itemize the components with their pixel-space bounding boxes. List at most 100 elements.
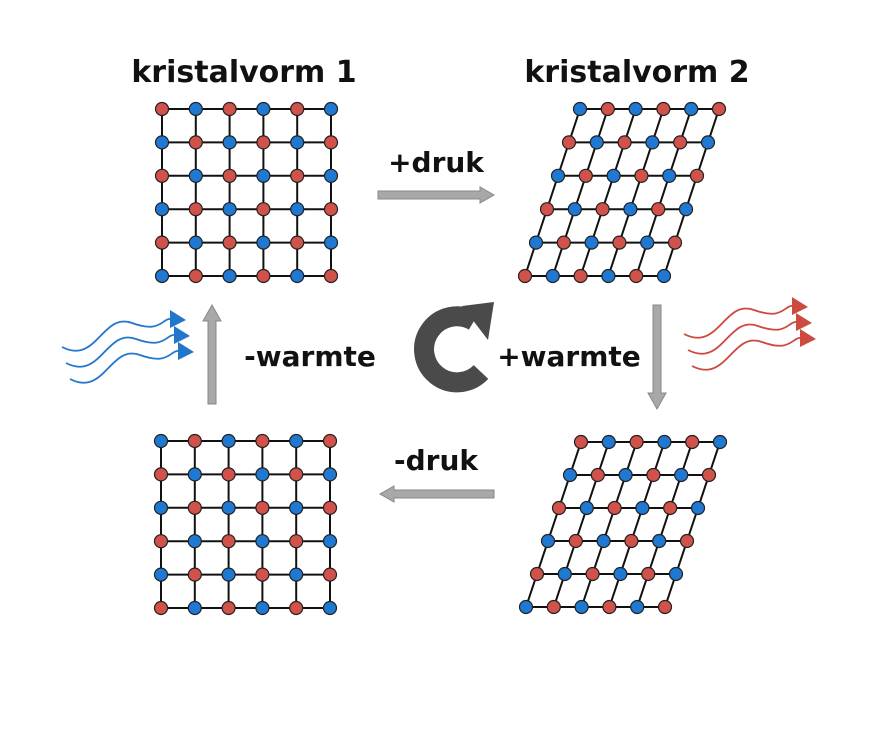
lattice-crystal-form-1 [154, 101, 339, 284]
blue-atom [221, 567, 236, 582]
blue-atom [684, 101, 699, 117]
red-atom [290, 235, 305, 250]
lattice-bond [522, 435, 585, 614]
blue-atom [645, 135, 660, 150]
red-atom [221, 600, 236, 616]
blue-atom [613, 566, 628, 582]
blue-atom [596, 533, 611, 549]
red-atom [701, 467, 717, 483]
blue-atom [528, 235, 544, 250]
red-atom [656, 101, 671, 117]
red-atom [573, 268, 588, 284]
blue-atom [579, 500, 594, 516]
red-atom [646, 467, 661, 483]
blue-atom [323, 168, 339, 183]
heat-decrease-arrow [202, 303, 222, 405]
blue-atom [518, 599, 534, 615]
blue-atom [545, 268, 560, 284]
blue-atom [712, 434, 728, 450]
blue-atom [574, 599, 589, 615]
blue-atom [567, 202, 582, 217]
blue-atom [623, 202, 638, 217]
red-atom [222, 235, 237, 250]
heat-waves-icon [683, 297, 816, 371]
lattice-bond [550, 435, 612, 614]
red-atom [290, 168, 305, 183]
red-atom [517, 268, 533, 284]
blue-atom [222, 202, 237, 217]
form1-title: kristalvorm 1 [131, 55, 356, 90]
red-atom [600, 101, 615, 117]
blue-atom [657, 434, 672, 450]
red-atom [573, 434, 589, 450]
blue-atom [188, 101, 203, 117]
red-atom [551, 500, 567, 516]
red-atom [641, 566, 656, 582]
red-atom [673, 135, 688, 150]
lattice-bond [633, 102, 695, 283]
blue-atom [289, 567, 304, 582]
lattice-bond [606, 435, 668, 614]
red-atom [568, 533, 583, 549]
blue-atom [601, 268, 616, 284]
red-atom [289, 534, 304, 549]
red-atom [221, 534, 236, 549]
red-atom [607, 500, 622, 516]
red-atom [323, 202, 339, 217]
lattice-bond [660, 102, 723, 283]
blue-atom [572, 101, 588, 117]
red-atom [612, 235, 627, 250]
lattice-bond [661, 435, 724, 614]
blue-atom [256, 101, 271, 117]
blue-atom [153, 500, 169, 515]
red-atom [561, 135, 577, 150]
red-atom [657, 599, 673, 615]
blue-atom [668, 566, 684, 582]
red-atom [629, 434, 644, 450]
red-atom [255, 433, 270, 449]
lattice-bond [577, 102, 639, 283]
blue-atom [584, 235, 599, 250]
pressure-decrease-arrow [378, 485, 495, 503]
red-atom [602, 599, 617, 615]
blue-atom [188, 168, 203, 183]
red-atom [153, 600, 169, 616]
blue-atom [562, 467, 578, 483]
blue-atom [154, 135, 170, 150]
blue-atom [290, 202, 305, 217]
blue-atom [550, 168, 566, 183]
red-atom [187, 500, 202, 515]
lattice-bond [521, 102, 584, 283]
blue-atom [662, 168, 677, 183]
blue-atom [323, 235, 339, 250]
red-atom [685, 434, 700, 450]
red-atom [529, 566, 545, 582]
red-atom [585, 566, 600, 582]
plus-pressure-label: +druk [388, 146, 485, 179]
blue-atom [652, 533, 667, 549]
red-atom [322, 433, 338, 449]
plus-heat-label: +warmte [497, 340, 641, 373]
blue-atom [323, 101, 339, 117]
red-atom [188, 268, 203, 284]
blue-atom [589, 135, 604, 150]
blue-atom [154, 268, 170, 284]
red-atom [187, 433, 202, 449]
red-atom [663, 500, 678, 516]
red-atom [187, 567, 202, 582]
red-atom [154, 235, 170, 250]
red-atom [154, 168, 170, 183]
red-atom [221, 467, 236, 482]
blue-atom [322, 467, 338, 482]
red-atom [651, 202, 666, 217]
blue-atom [154, 202, 170, 217]
red-atom [256, 202, 271, 217]
blue-atom [222, 135, 237, 150]
blue-atom [153, 567, 169, 582]
red-atom [711, 101, 727, 117]
heat-increase-arrow [647, 304, 667, 411]
red-atom [629, 268, 644, 284]
red-atom [322, 500, 338, 515]
blue-atom [187, 534, 202, 549]
